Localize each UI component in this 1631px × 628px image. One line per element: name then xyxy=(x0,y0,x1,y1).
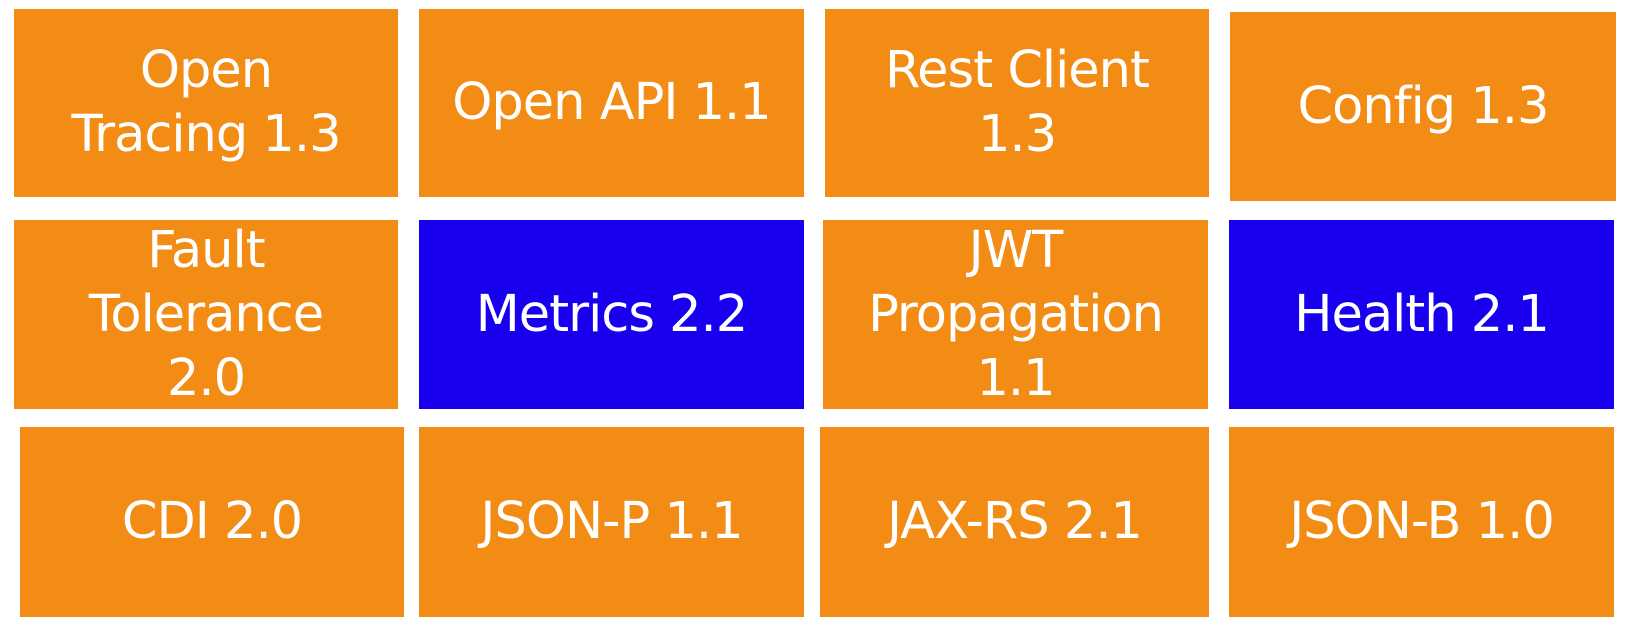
tile-label: Open API 1.1 xyxy=(452,73,771,132)
tile-label: CDI 2.0 xyxy=(121,492,303,551)
tile-jwt-propagation: JWT Propagation 1.1 xyxy=(823,220,1208,409)
tile-cdi: CDI 2.0 xyxy=(20,427,404,617)
tile-label: JAX-RS 2.1 xyxy=(887,492,1143,551)
tile-rest-client: Rest Client 1.3 xyxy=(825,9,1209,197)
tile-metrics: Metrics 2.2 xyxy=(419,220,804,409)
tile-open-tracing: Open Tracing 1.3 xyxy=(14,9,398,197)
tile-label: Open Tracing 1.3 xyxy=(71,41,341,164)
tile-label: JSON-B 1.0 xyxy=(1289,492,1555,551)
tile-json-p: JSON-P 1.1 xyxy=(419,427,804,617)
tile-label: Metrics 2.2 xyxy=(475,284,748,344)
tile-jax-rs: JAX-RS 2.1 xyxy=(820,427,1209,617)
tile-open-api: Open API 1.1 xyxy=(419,9,804,197)
tile-config: Config 1.3 xyxy=(1230,12,1616,201)
tile-json-b: JSON-B 1.0 xyxy=(1229,427,1614,617)
tile-label: Health 2.1 xyxy=(1294,284,1550,344)
tile-label: Config 1.3 xyxy=(1297,76,1550,136)
tile-label: Fault Tolerance 2.0 xyxy=(88,220,324,408)
tile-fault-tolerance: Fault Tolerance 2.0 xyxy=(14,220,398,409)
tile-health: Health 2.1 xyxy=(1229,220,1614,409)
tile-label: JWT Propagation 1.1 xyxy=(868,220,1164,408)
tile-label: Rest Client 1.3 xyxy=(885,41,1150,164)
tile-label: JSON-P 1.1 xyxy=(480,492,743,551)
